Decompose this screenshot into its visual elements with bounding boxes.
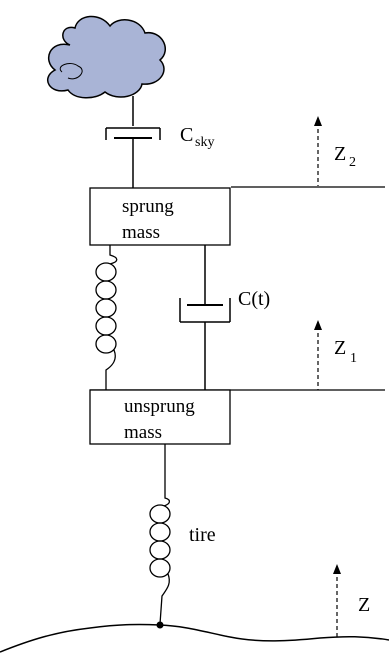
z2-arrow-icon [314, 116, 322, 186]
unsprung-mass-label-line2: mass [124, 422, 162, 443]
ct-label: C(t) [238, 288, 270, 310]
z-arrow-icon [333, 564, 341, 640]
unsprung-mass-label-line1: unsprung [124, 396, 195, 417]
z1-arrow-icon [314, 320, 322, 390]
z1-subscript: 1 [350, 351, 357, 366]
cloud-icon [47, 15, 166, 99]
suspension-spring-icon [95, 245, 118, 390]
tire-spring-icon [149, 444, 171, 625]
skyhook-damper-icon [105, 127, 161, 190]
sprung-mass-block [89, 187, 231, 246]
z1-label: Z [334, 337, 346, 359]
semi-active-damper-icon [179, 245, 231, 390]
c-sky-label: C [180, 124, 193, 146]
tire-label: tire [189, 524, 216, 546]
z2-subscript: 2 [349, 155, 356, 170]
c-sky-subscript: sky [195, 135, 214, 150]
z2-label: Z [334, 143, 346, 165]
sprung-mass-label-line1: sprung [122, 196, 174, 217]
road-profile [0, 623, 389, 653]
sprung-mass-label-line2: mass [122, 222, 160, 243]
unsprung-mass-block [89, 389, 231, 445]
z-label: Z [358, 594, 370, 616]
